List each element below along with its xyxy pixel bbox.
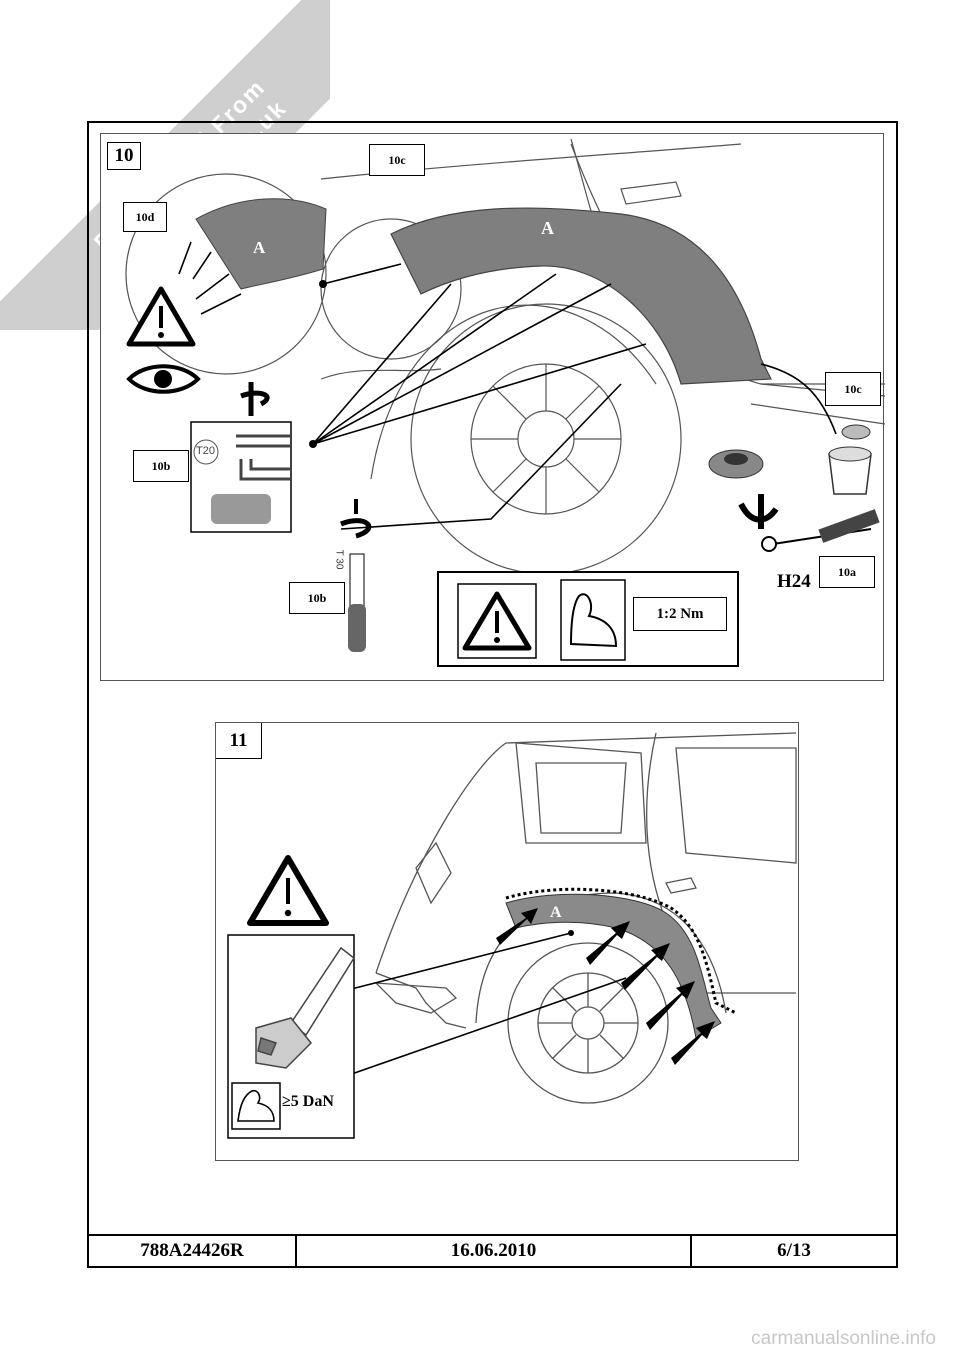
push-arrow [646,981,695,1030]
label-10d: 10d [123,202,167,232]
tool-t20-label: T20 [196,445,215,457]
flexed-arm-icon [231,1082,281,1130]
eye-icon [126,364,201,394]
figure-10-illustration [125,138,885,667]
rotate-icon [240,382,270,416]
part-letter: A [550,904,562,921]
wrench-size: H24 [777,571,811,592]
tool-t30-label: T 30 [333,549,345,570]
warning-triangle-icon [126,286,196,347]
push-arrow [496,908,538,945]
label-10c-top: 10c [369,144,425,176]
push-arrow [586,921,630,965]
footer-page: 6/13 [777,1240,811,1261]
label-10b-left: 10b [133,450,189,482]
figure-11-illustration [227,732,797,1139]
push-arrow [671,1021,715,1065]
wrench-icon [761,509,880,552]
rotate-icon [738,494,779,529]
label-10a: 10a [819,556,875,588]
flexed-arm-icon [560,579,626,661]
footer-table: 788A24426R 16.06.2010 6/13 [87,1234,898,1268]
force-value: ≥5 DaN [282,1093,334,1110]
fastener-tool-icon [255,946,355,1069]
label-10b-bottom: 10b [289,582,345,614]
torque-value: 1:2 Nm [633,597,727,631]
figure-11-step: 11 [216,723,262,759]
part-letter-small: A [253,238,266,257]
figure-10-step: 10 [107,142,141,170]
warning-triangle-icon [457,583,537,659]
label-10c-right: 10c [825,372,881,406]
figure-11: 11 A ≥5 DaN [215,722,799,1161]
figure-10: 10 10d 10c 10c 10b 10b 10a A A T20 T 30 … [100,133,885,681]
footer-date: 16.06.2010 [297,1236,692,1266]
screwdriver-icon [340,499,372,652]
warning-triangle-icon [247,855,329,926]
fastener-clip-icon [708,424,872,495]
tool-box-t20 [190,421,292,533]
site-watermark: carmanualsonline.info [751,1328,936,1349]
push-arrow [621,943,670,990]
footer-reference: 788A24426R [89,1236,297,1266]
part-letter-large: A [541,218,554,238]
